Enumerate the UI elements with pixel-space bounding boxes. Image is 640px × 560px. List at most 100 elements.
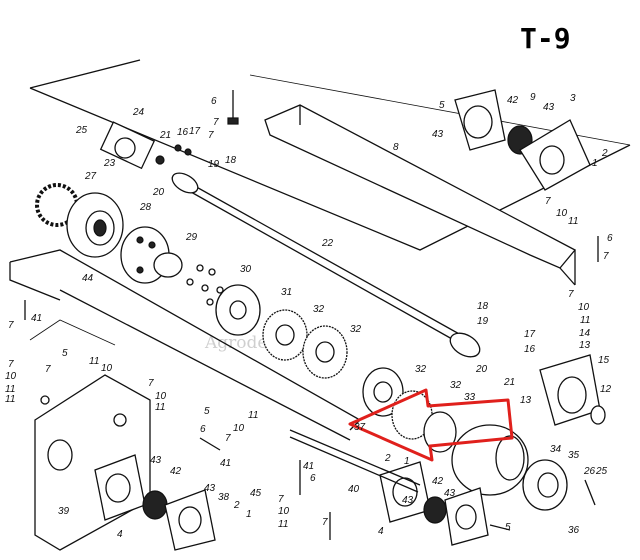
label-10-d: 10 [101, 363, 113, 374]
label-32-c: 32 [415, 364, 427, 375]
label-8: 8 [393, 142, 399, 153]
label-25-b: 25 [595, 466, 608, 477]
label-28: 28 [139, 202, 152, 213]
label-25: 25 [75, 125, 88, 136]
label-2-b: 2 [384, 453, 391, 464]
label-11-g: 11 [248, 410, 258, 421]
label-3: 3 [570, 93, 576, 104]
label-32-b: 32 [350, 324, 362, 335]
label-11-h: 11 [278, 519, 288, 530]
label-17: 17 [189, 126, 201, 137]
label-6-c: 6 [200, 424, 206, 435]
tube-8 [264, 104, 577, 286]
label-33: 33 [464, 392, 476, 403]
label-7-d: 7 [603, 251, 609, 262]
label-7-b: 7 [213, 117, 219, 128]
label-11-a: 11 [568, 216, 578, 227]
label-11-c: 11 [5, 384, 15, 395]
label-24: 24 [132, 107, 145, 118]
bolts [24, 90, 599, 540]
hub-35 [522, 459, 568, 511]
label-32-a: 32 [313, 304, 325, 315]
label-7-h: 7 [45, 364, 51, 375]
hub-29 [120, 226, 183, 284]
label-23: 23 [103, 158, 116, 169]
label-15: 15 [598, 355, 610, 366]
bearing-15 [539, 354, 606, 426]
label-7-l: 7 [322, 517, 328, 528]
label-5-d: 5 [505, 522, 511, 533]
label-10-a: 10 [556, 208, 568, 219]
label-35: 35 [568, 450, 580, 461]
label-5-c: 5 [204, 406, 210, 417]
label-39: 39 [58, 506, 70, 517]
shaft-37 [289, 429, 421, 493]
label-4-b: 4 [117, 529, 123, 540]
label-16: 16 [177, 127, 189, 138]
label-1-b: 1 [404, 456, 410, 467]
label-14: 14 [579, 328, 591, 339]
label-36: 36 [568, 525, 580, 536]
bearing-assembly-top-right [454, 89, 591, 191]
part-labels: 24 25 21 16 17 7 19 18 23 20 27 28 29 30… [5, 92, 613, 540]
label-38: 38 [218, 492, 230, 503]
label-7-j: 7 [225, 433, 231, 444]
label-43-a: 43 [432, 129, 444, 140]
label-4-a: 4 [378, 526, 384, 537]
label-7-f: 7 [8, 320, 14, 331]
label-34: 34 [550, 444, 562, 455]
label-19: 19 [208, 159, 220, 170]
shaft-22 [171, 172, 481, 358]
label-27: 27 [84, 171, 97, 182]
label-19-b: 19 [477, 316, 489, 327]
label-13-b: 13 [520, 395, 532, 406]
label-42-b: 42 [432, 476, 444, 487]
label-7-i: 7 [148, 378, 154, 389]
label-41-c: 41 [303, 461, 314, 472]
label-43-c: 43 [402, 495, 414, 506]
label-44: 44 [82, 273, 94, 284]
label-20-b: 20 [475, 364, 488, 375]
label-18: 18 [225, 155, 237, 166]
label-10-b: 10 [578, 302, 590, 313]
bearing-assembly-bottom-right [379, 461, 489, 546]
label-1-a: 1 [592, 158, 598, 169]
label-42-c: 42 [170, 466, 182, 477]
label-11-e: 11 [89, 356, 99, 367]
label-37: 37 [354, 422, 366, 433]
label-43-f: 43 [204, 483, 216, 494]
label-1-c: 1 [246, 509, 252, 520]
label-7-g: 7 [8, 359, 14, 370]
label-11-d: 11 [5, 394, 15, 405]
label-2-c: 2 [233, 500, 240, 511]
label-16-b: 16 [524, 344, 536, 355]
sprocket-28 [66, 192, 124, 258]
label-10-g: 10 [278, 506, 290, 517]
label-20: 20 [152, 187, 165, 198]
label-21-b: 21 [503, 377, 515, 388]
balls-30 [186, 264, 224, 306]
label-40: 40 [348, 484, 360, 495]
label-13-a: 13 [579, 340, 591, 351]
label-26: 26 [583, 466, 596, 477]
label-10-f: 10 [233, 423, 245, 434]
label-41-a: 41 [31, 313, 42, 324]
universal-joint-23 [99, 121, 192, 170]
label-42-a: 42 [507, 95, 519, 106]
label-18-b: 18 [477, 301, 489, 312]
label-6-b: 6 [607, 233, 613, 244]
label-43-b: 43 [543, 102, 555, 113]
label-21: 21 [159, 130, 171, 141]
label-11-f: 11 [155, 402, 165, 413]
label-29: 29 [185, 232, 198, 243]
label-43-e: 43 [150, 455, 162, 466]
label-11-b: 11 [580, 315, 590, 326]
label-2-a: 2 [601, 148, 608, 159]
label-5-a: 5 [439, 100, 445, 111]
label-10-c: 10 [5, 371, 17, 382]
label-43-d: 43 [444, 488, 456, 499]
label-6-a: 6 [211, 96, 217, 107]
label-9: 9 [530, 92, 536, 103]
label-12: 12 [600, 384, 612, 395]
